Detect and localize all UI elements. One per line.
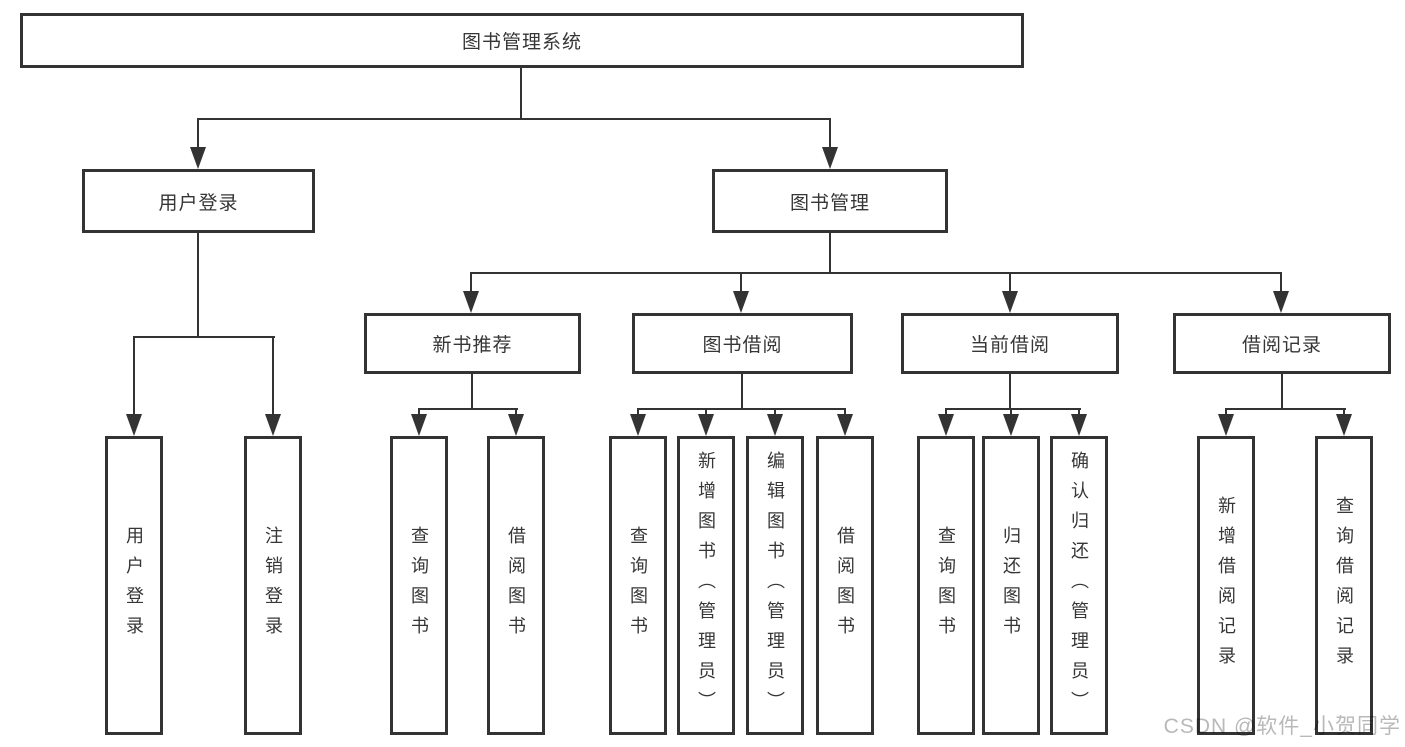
arrowhead-down-icon bbox=[190, 147, 206, 169]
arrowhead-down-icon bbox=[1273, 291, 1289, 313]
node-leaf-query-book-2: 查询图书 bbox=[609, 436, 667, 735]
watermark: CSDN @软件_小贺同学 bbox=[1163, 715, 1401, 738]
connector-line bbox=[272, 336, 274, 420]
node-leaf-query-book-3: 查询图书 bbox=[917, 436, 975, 735]
connector-line bbox=[1281, 374, 1283, 409]
node-leaf-query-book-1-label: 查询图书 bbox=[409, 525, 429, 646]
arrowhead-down-icon bbox=[767, 414, 783, 436]
connector-line bbox=[740, 272, 742, 297]
node-leaf-confirm-return: 确认归还（管理员） bbox=[1050, 436, 1108, 735]
connector-line bbox=[1280, 272, 1282, 297]
node-leaf-edit-book: 编辑图书（管理员） bbox=[746, 436, 804, 735]
node-leaf-add-book: 新增图书（管理员） bbox=[677, 436, 735, 735]
node-leaf-query-book-2-label: 查询图书 bbox=[628, 525, 648, 646]
node-leaf-return-book-label: 归还图书 bbox=[1001, 525, 1021, 646]
node-borrow-records: 借阅记录 bbox=[1173, 313, 1391, 374]
arrowhead-down-icon bbox=[508, 414, 524, 436]
node-leaf-add-record: 新增借阅记录 bbox=[1197, 436, 1255, 735]
node-borrow-records-label: 借阅记录 bbox=[1241, 335, 1322, 356]
arrowhead-down-icon bbox=[265, 414, 281, 436]
connector-line bbox=[1009, 374, 1011, 409]
connector-line bbox=[133, 336, 275, 338]
node-leaf-return-book: 归还图书 bbox=[982, 436, 1040, 735]
node-leaf-borrow-book-2-label: 借阅图书 bbox=[835, 525, 855, 646]
node-leaf-user-login: 用户登录 bbox=[105, 436, 163, 735]
node-new-book-rec-label: 新书推荐 bbox=[432, 335, 513, 356]
node-book-mgmt: 图书管理 bbox=[712, 169, 948, 233]
node-leaf-logout: 注销登录 bbox=[244, 436, 302, 735]
node-leaf-borrow-book-1: 借阅图书 bbox=[487, 436, 545, 735]
arrowhead-down-icon bbox=[938, 414, 954, 436]
node-leaf-add-record-label: 新增借阅记录 bbox=[1216, 495, 1236, 676]
node-book-borrow: 图书借阅 bbox=[632, 313, 853, 374]
connector-line bbox=[1225, 408, 1346, 410]
node-leaf-confirm-return-label: 确认归还（管理员） bbox=[1069, 450, 1089, 721]
node-leaf-borrow-book-1-label: 借阅图书 bbox=[506, 525, 526, 646]
connector-line bbox=[133, 336, 135, 420]
node-book-mgmt-label: 图书管理 bbox=[789, 192, 870, 214]
connector-line bbox=[470, 272, 1282, 274]
connector-line bbox=[197, 118, 199, 153]
connector-line bbox=[829, 233, 831, 273]
connector-line bbox=[829, 118, 831, 153]
arrowhead-down-icon bbox=[1218, 414, 1234, 436]
node-leaf-logout-label: 注销登录 bbox=[263, 525, 283, 646]
node-leaf-borrow-book-2: 借阅图书 bbox=[816, 436, 874, 735]
arrowhead-down-icon bbox=[698, 414, 714, 436]
connector-line bbox=[197, 118, 831, 120]
node-leaf-user-login-label: 用户登录 bbox=[124, 525, 144, 646]
arrowhead-down-icon bbox=[126, 414, 142, 436]
node-user-login-label: 用户登录 bbox=[158, 192, 239, 214]
connector-line bbox=[741, 374, 743, 409]
arrowhead-down-icon bbox=[1002, 291, 1018, 313]
node-root-label: 图书管理系统 bbox=[461, 32, 582, 53]
arrowhead-down-icon bbox=[1003, 414, 1019, 436]
arrowhead-down-icon bbox=[463, 291, 479, 313]
node-leaf-query-record: 查询借阅记录 bbox=[1315, 436, 1373, 735]
node-current-borrow-label: 当前借阅 bbox=[969, 335, 1050, 356]
connector-line bbox=[197, 233, 199, 337]
node-root: 图书管理系统 bbox=[20, 13, 1024, 68]
node-new-book-rec: 新书推荐 bbox=[364, 313, 581, 374]
arrowhead-down-icon bbox=[822, 147, 838, 169]
node-user-login: 用户登录 bbox=[82, 169, 315, 233]
arrowhead-down-icon bbox=[630, 414, 646, 436]
node-leaf-query-record-label: 查询借阅记录 bbox=[1334, 495, 1354, 676]
connector-line bbox=[418, 408, 518, 410]
connector-line bbox=[945, 408, 1081, 410]
connector-line bbox=[470, 272, 472, 297]
node-current-borrow: 当前借阅 bbox=[901, 313, 1119, 374]
node-leaf-query-book-1: 查询图书 bbox=[390, 436, 448, 735]
arrowhead-down-icon bbox=[411, 414, 427, 436]
arrowhead-down-icon bbox=[1336, 414, 1352, 436]
connector-line bbox=[637, 408, 846, 410]
node-book-borrow-label: 图书借阅 bbox=[702, 335, 783, 356]
connector-line bbox=[471, 374, 473, 409]
node-leaf-query-book-3-label: 查询图书 bbox=[936, 525, 956, 646]
arrowhead-down-icon bbox=[837, 414, 853, 436]
connector-line bbox=[1009, 272, 1011, 297]
node-leaf-edit-book-label: 编辑图书（管理员） bbox=[765, 450, 785, 721]
arrowhead-down-icon bbox=[1071, 414, 1087, 436]
connector-line bbox=[520, 68, 522, 118]
node-leaf-add-book-label: 新增图书（管理员） bbox=[696, 450, 716, 721]
arrowhead-down-icon bbox=[733, 291, 749, 313]
